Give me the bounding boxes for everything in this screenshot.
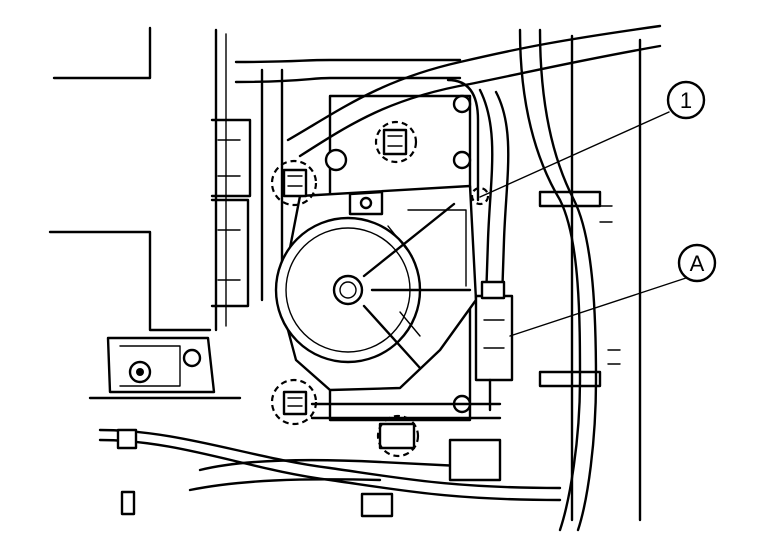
right-frame-rails	[538, 34, 642, 522]
callout-a-label: A	[690, 251, 705, 276]
coolant-hoses	[98, 24, 662, 532]
lower-left-bracket	[88, 336, 242, 400]
connector	[474, 280, 514, 412]
clip-details	[282, 128, 408, 416]
actuator-housing	[274, 184, 478, 392]
clip-highlight-top-right	[374, 120, 418, 164]
mounting-plate	[324, 78, 480, 422]
clip-highlight-top-left	[270, 159, 318, 207]
callout-1-label: 1	[680, 88, 692, 113]
left-body-panel	[48, 26, 252, 332]
clip-highlight-bottom-left	[270, 378, 318, 426]
clip-highlight-bracket	[470, 186, 490, 206]
callout-a: A	[677, 243, 717, 283]
clip-highlight-bottom-center	[376, 414, 420, 458]
callout-1: 1	[666, 80, 706, 120]
leader-line-1	[479, 111, 670, 198]
leader-line-a	[509, 277, 687, 337]
